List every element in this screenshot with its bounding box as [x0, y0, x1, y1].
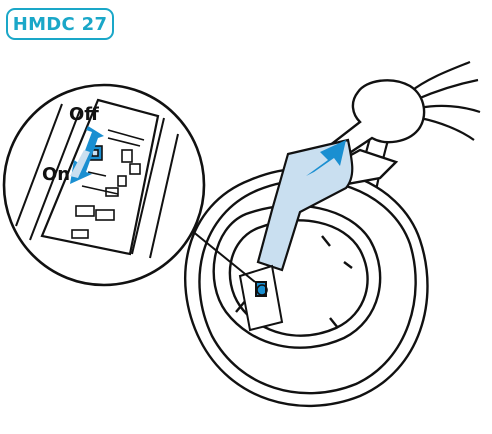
- ear-cup-rim: [198, 178, 417, 395]
- model-badge: HMDC 27: [6, 8, 114, 40]
- switch-slot: [238, 264, 284, 332]
- circuit-board: [40, 98, 160, 256]
- protective-pad: [256, 138, 354, 272]
- switch-direction-arrows: [70, 126, 104, 184]
- switch-label-on: On: [42, 164, 71, 185]
- pull-arrow-icon: [306, 140, 346, 176]
- magnified-callout: [2, 83, 206, 287]
- switch-label-off: Off: [69, 104, 99, 125]
- ear-cup: [183, 167, 429, 408]
- callout-leader-line: [185, 225, 256, 283]
